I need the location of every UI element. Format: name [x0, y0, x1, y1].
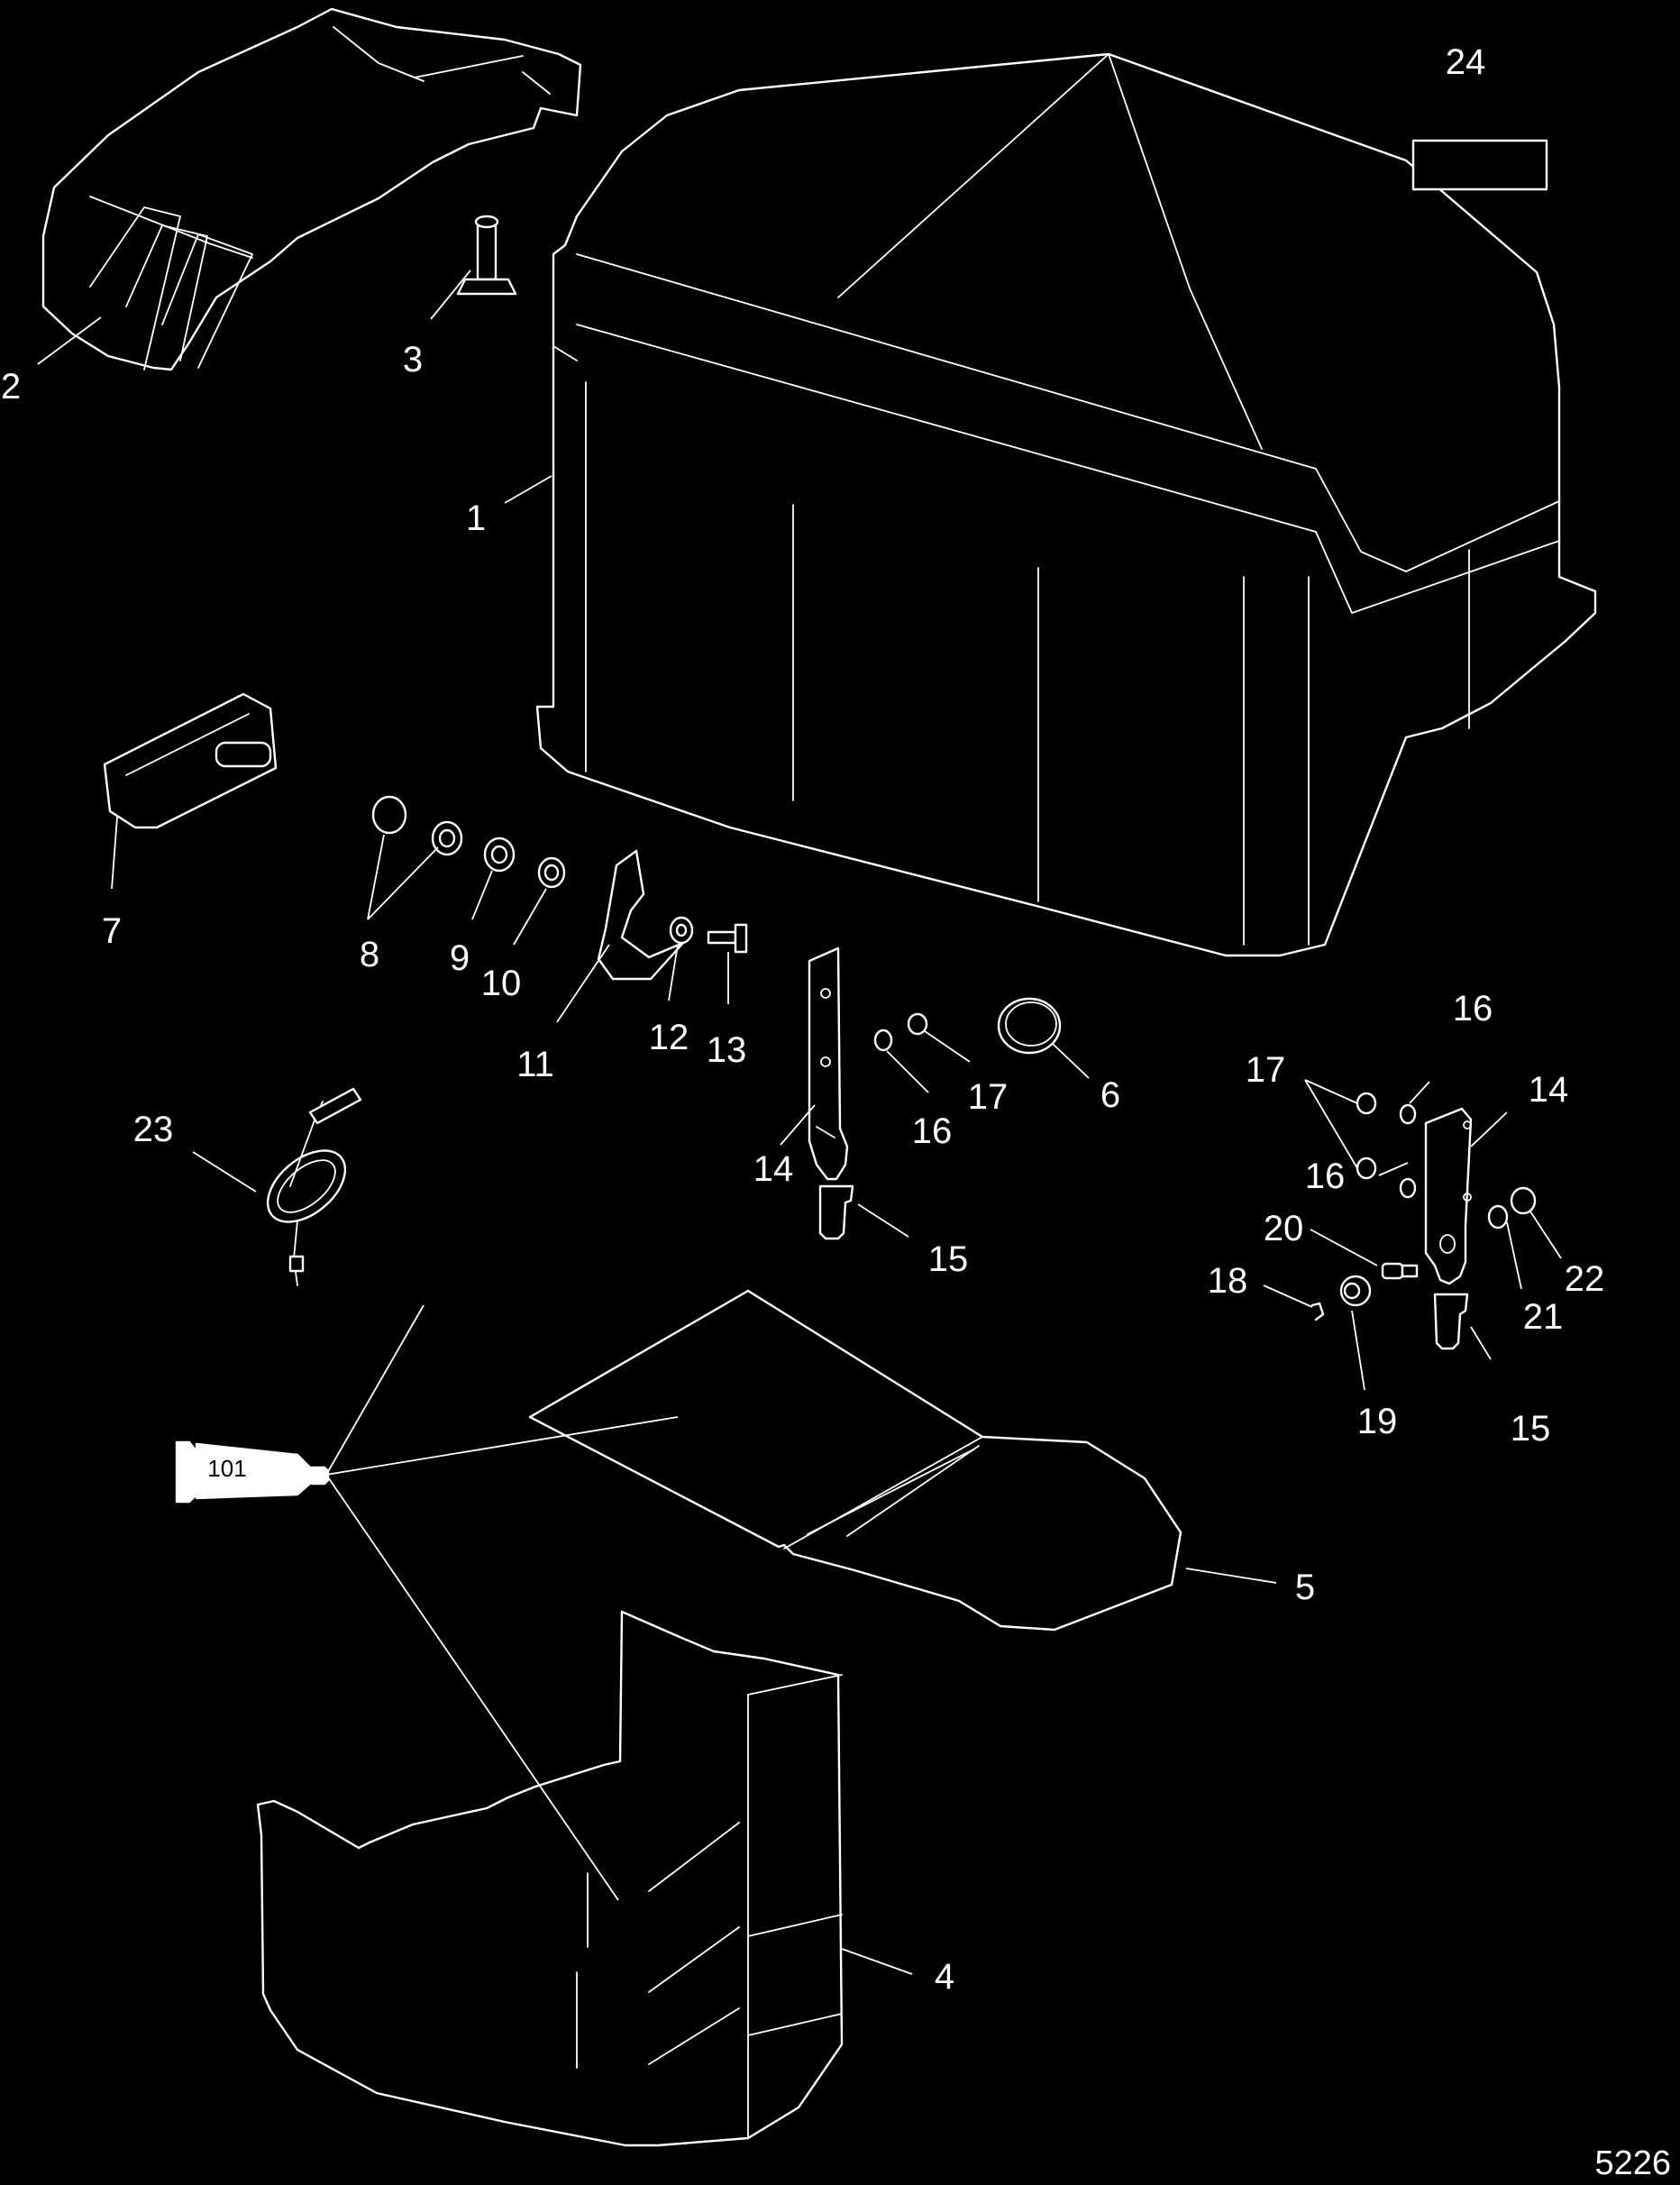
figure-number: 5226 [1594, 2144, 1671, 2182]
top-cowl [535, 52, 1597, 957]
callout-16-left: 16 [912, 1111, 953, 1151]
callout-7: 7 [102, 911, 122, 951]
callout-15-left: 15 [928, 1239, 969, 1279]
callout-5: 5 [1295, 1568, 1315, 1607]
callout-4: 4 [935, 1957, 954, 1997]
hardware-18-22 [1310, 1186, 1537, 1321]
bracket-14-left [808, 946, 849, 1181]
callouts: 1 2 3 4 5 6 7 8 9 10 11 12 13 14 14 15 1… [1, 42, 1604, 1997]
callout-16-right-top: 16 [1453, 989, 1493, 1029]
callout-18: 18 [1208, 1261, 1248, 1301]
callout-15-right: 15 [1511, 1409, 1551, 1449]
bracket-14-right [1424, 1107, 1473, 1285]
callout-9: 9 [450, 938, 470, 978]
callout-14-left: 14 [753, 1149, 794, 1189]
latch-hook-11 [597, 849, 685, 981]
callout-12: 12 [649, 1018, 689, 1057]
cap-6 [997, 997, 1062, 1055]
callout-24: 24 [1446, 42, 1486, 82]
plug-15-left [818, 1184, 854, 1240]
callout-23: 23 [133, 1110, 174, 1149]
lanyard-23 [266, 1087, 362, 1286]
decal-24 [1411, 139, 1548, 191]
callout-2: 2 [1, 367, 21, 407]
panel-4 [256, 1610, 844, 2147]
leader-lines [37, 270, 1562, 1975]
callout-13: 13 [707, 1030, 747, 1070]
callout-17-left: 17 [968, 1077, 1009, 1117]
callout-14-right: 14 [1529, 1070, 1569, 1110]
callout-3: 3 [403, 340, 423, 379]
screw-3 [456, 215, 517, 296]
plug-15-right [1433, 1293, 1469, 1350]
sealant-tube: 101 [175, 1440, 330, 1504]
callout-6: 6 [1100, 1075, 1120, 1115]
callout-22: 22 [1565, 1259, 1605, 1299]
nut-washer-right [1356, 1092, 1417, 1199]
callout-21: 21 [1523, 1297, 1564, 1337]
callout-10: 10 [481, 964, 522, 1003]
nut-washer-left [873, 1012, 928, 1052]
pad-5 [528, 1289, 1182, 1632]
handle-7 [103, 692, 278, 829]
callout-11: 11 [516, 1045, 554, 1084]
sealant-tube-label: 101 [207, 1455, 246, 1482]
callout-16-right-bottom: 16 [1305, 1156, 1346, 1196]
callout-20: 20 [1264, 1209, 1304, 1248]
callout-1: 1 [466, 498, 486, 538]
washer-screw [669, 916, 748, 954]
callout-19: 19 [1357, 1402, 1398, 1441]
callout-17-right: 17 [1246, 1050, 1286, 1090]
cowl-cover [41, 7, 582, 371]
callout-8: 8 [360, 935, 379, 974]
grommets [371, 795, 566, 889]
